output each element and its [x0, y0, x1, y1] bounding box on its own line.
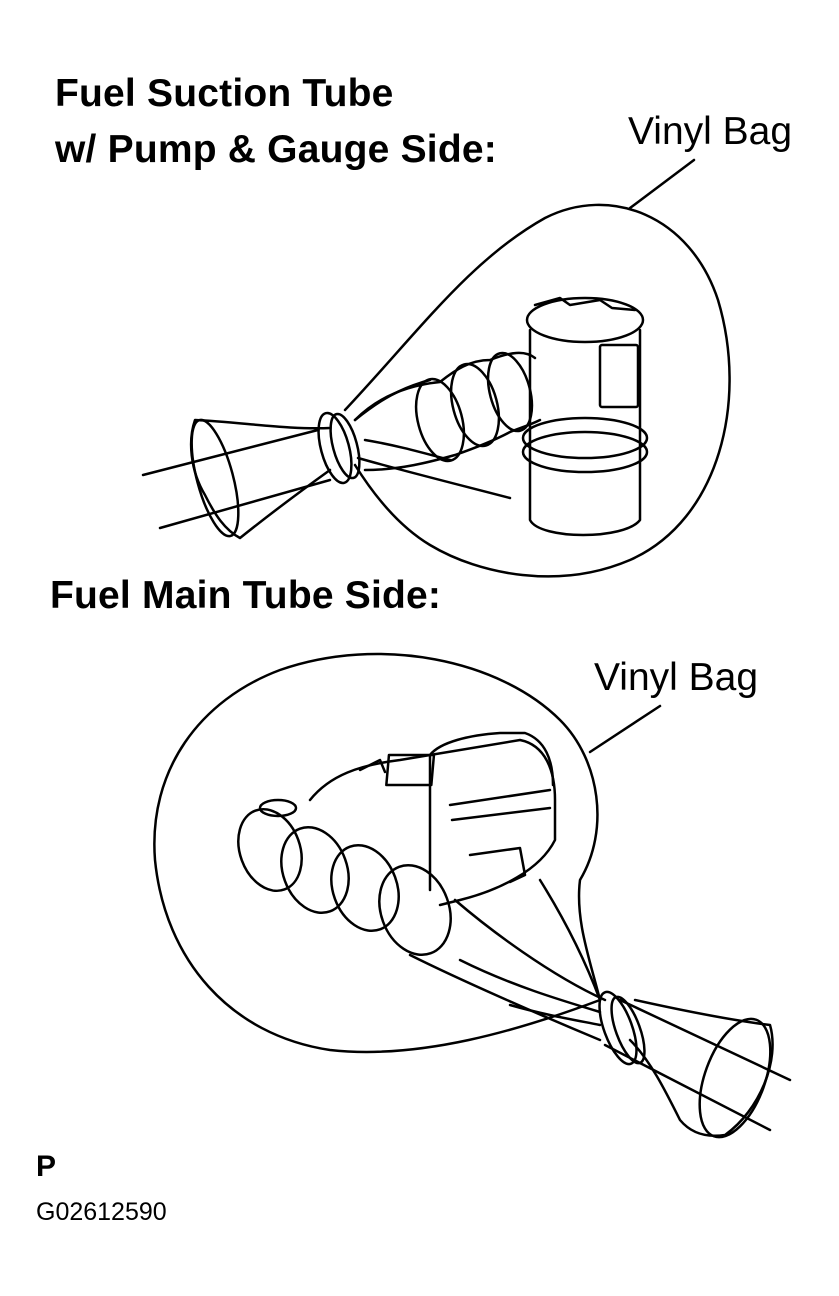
bottom-vinyl-bag-outline	[154, 654, 600, 1052]
top-fitting-top-detail	[535, 298, 635, 310]
page-marker: P	[36, 1150, 57, 1183]
top-bag-fold-2	[358, 458, 510, 498]
bottom-bag-fold-3	[460, 960, 600, 1012]
top-tube-upper	[143, 430, 318, 475]
bottom-connector-latch	[470, 848, 525, 882]
top-fitting-tab	[600, 345, 638, 407]
bottom-bag-funnel	[630, 1000, 773, 1136]
top-assembly	[143, 160, 730, 576]
top-heading-line2: w/ Pump & Gauge Side:	[55, 128, 497, 171]
bottom-connector-notch	[360, 760, 385, 772]
bottom-assembly	[154, 654, 790, 1147]
bottom-tube-inner	[410, 900, 605, 1040]
bottom-heading: Fuel Main Tube Side:	[50, 574, 442, 617]
top-corrugated-hose	[355, 353, 540, 470]
bottom-hose-rib-2	[270, 818, 360, 923]
bottom-hose-rib-3	[320, 836, 410, 941]
bottom-clamp-ring	[592, 988, 644, 1069]
bottom-hose-end	[260, 800, 296, 816]
bottom-hose-rib-1	[227, 800, 312, 899]
top-fitting-top	[527, 298, 643, 342]
bottom-vinyl-bag-label: Vinyl Bag	[594, 656, 759, 699]
bottom-bag-fold-2	[510, 1005, 600, 1025]
top-vinyl-bag-outline	[345, 205, 730, 576]
top-tube-lower	[160, 480, 330, 528]
top-vinyl-bag-label: Vinyl Bag	[628, 110, 793, 153]
top-hose-rib-2	[443, 359, 507, 452]
bottom-connector-window	[386, 755, 434, 785]
bottom-clamp-ring-inner	[605, 993, 651, 1067]
top-fitting-body	[530, 330, 640, 535]
bottom-connector-housing	[430, 733, 553, 890]
bottom-connector-band	[450, 790, 550, 820]
bottom-bag-fold-1	[540, 880, 600, 1000]
bottom-funnel-rim	[686, 1009, 785, 1146]
bottom-tube-upper	[620, 1000, 790, 1080]
top-leader-line	[630, 160, 694, 208]
top-fitting-ring-2	[523, 432, 647, 472]
bottom-hose-rib-4	[367, 855, 462, 965]
top-clamp-ring-inner	[325, 411, 365, 481]
top-heading-line1: Fuel Suction Tube	[55, 72, 394, 115]
top-fitting-ring-1	[523, 418, 647, 458]
bottom-leader-line	[590, 706, 660, 752]
top-clamp-ring	[312, 410, 358, 487]
top-hose-rib-1	[408, 374, 472, 467]
figure-id: G02612590	[36, 1198, 167, 1226]
top-bag-funnel	[191, 420, 330, 538]
top-funnel-rim	[182, 415, 248, 540]
